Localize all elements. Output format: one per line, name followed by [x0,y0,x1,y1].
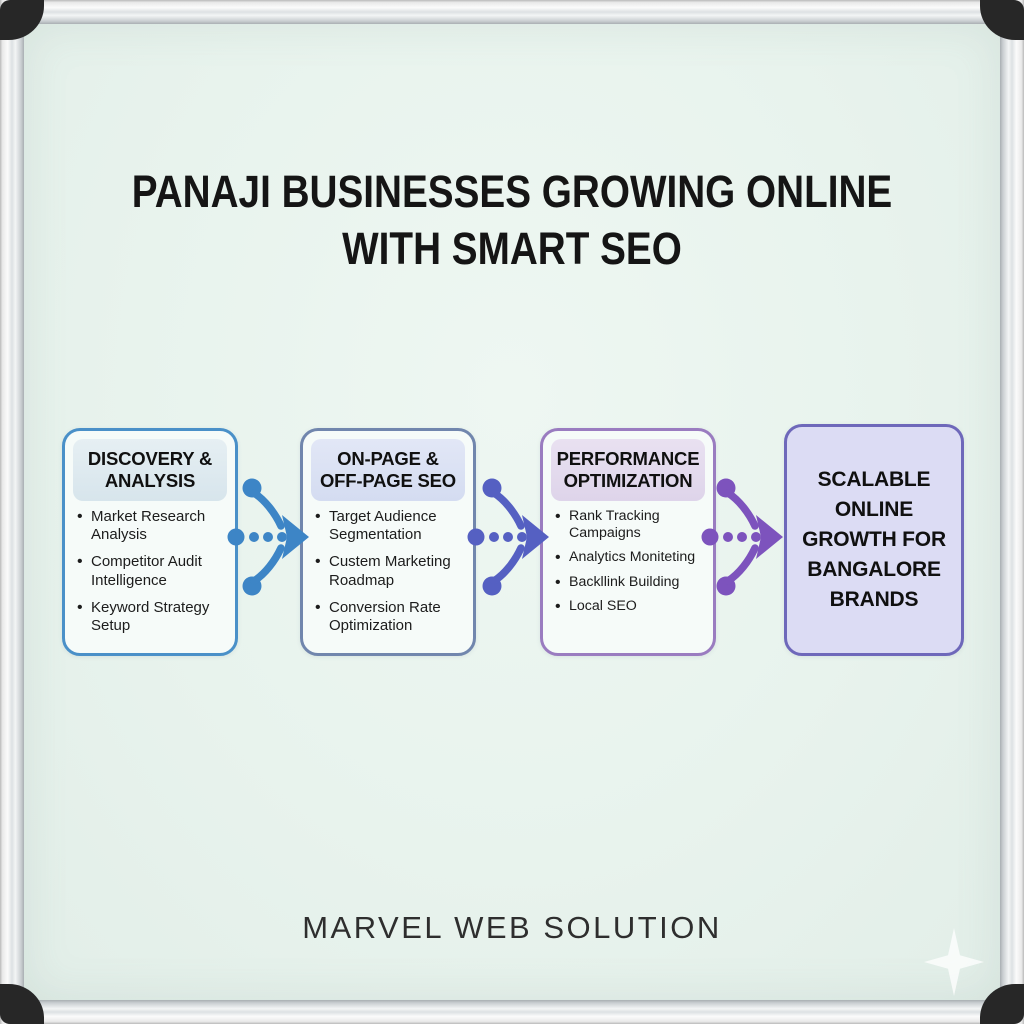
flow-arrow-icon-3 [701,478,783,596]
list-item: Backllink Building [554,573,708,593]
frame-edge-right [1000,0,1024,1024]
stage-box-onpage-offpage-seo: ON-PAGE & OFF-PAGE SEO Target Audience S… [300,428,476,656]
stage-box-discovery-analysis: DISCOVERY & ANALYSIS Market Research Ana… [62,428,238,656]
stage-box-list: Target Audience Segmentation Custem Mark… [303,507,473,636]
list-item: Competitor Audit Intelligence [76,552,230,590]
stage-box-list: Rank Tracking Campaigns Analytics Monite… [543,507,713,617]
frame-edge-bottom [0,1000,1024,1024]
list-item: Analytics Moniteting [554,548,708,568]
frame-edge-left [0,0,24,1024]
list-item: Custem Marketing Roadmap [314,552,468,590]
flow-arrow-icon-1 [227,478,309,596]
stage-box-heading: ON-PAGE & OFF-PAGE SEO [311,439,465,501]
page-title-line2: WITH SMART SEO [342,222,682,274]
page-title: PANAJI BUSINESSES GROWING ONLINE WITH SM… [0,164,1024,277]
stage-box-heading: DISCOVERY & ANALYSIS [73,439,227,501]
list-item: Market Research Analysis [76,507,230,545]
stage-box-performance-optimization: PERFORMANCE OPTIMIZATION Rank Tracking C… [540,428,716,656]
result-box-label: SCALABLE ONLINE GROWTH FOR BANGALORE BRA… [802,468,946,611]
list-item: Keyword Strategy Setup [76,598,230,636]
stage-box-list: Market Research Analysis Competitor Audi… [65,507,235,636]
list-item: Conversion Rate Optimization [314,598,468,636]
list-item: Target Audience Segmentation [314,507,468,545]
footer-brand: MARVEL WEB SOLUTION [302,910,722,945]
stage-box-scalable-growth-result: SCALABLE ONLINE GROWTH FOR BANGALORE BRA… [784,424,964,656]
flow-arrow-icon-2 [467,478,549,596]
page-title-line1: PANAJI BUSINESSES GROWING ONLINE [131,166,893,217]
stage-box-heading: PERFORMANCE OPTIMIZATION [551,439,705,501]
frame-edge-top [0,0,1024,24]
list-item: Local SEO [554,597,708,617]
list-item: Rank Tracking Campaigns [554,507,708,543]
